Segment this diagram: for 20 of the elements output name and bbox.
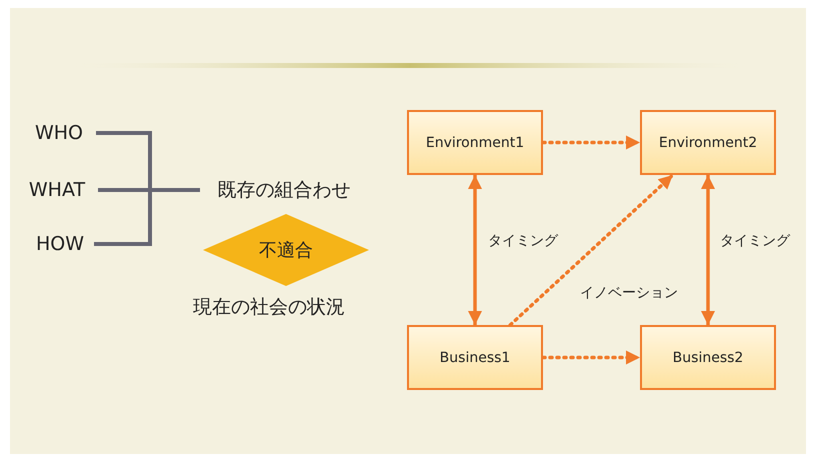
process-box <box>640 110 776 175</box>
box-label: Environment2 <box>658 134 758 150</box>
arrow <box>508 173 675 327</box>
term-label: WHO <box>22 120 96 146</box>
process-box <box>407 325 543 390</box>
box-label: Environment1 <box>426 134 524 150</box>
box-label: Business2 <box>672 350 744 366</box>
arrow <box>468 175 482 325</box>
edge-label: イノベーション <box>578 284 680 302</box>
caption-text: 現在の社会の状況 <box>193 295 345 320</box>
process-box <box>640 325 776 390</box>
term-label: HOW <box>26 231 94 257</box>
process-box <box>407 110 543 175</box>
box-label: Business1 <box>440 350 510 366</box>
arrow <box>701 175 715 325</box>
arrow <box>541 350 642 364</box>
term-label: 既存の組合わせ <box>200 177 368 203</box>
diamond-label: 不適合 <box>259 239 313 262</box>
term-label: WHAT <box>16 177 98 203</box>
arrow <box>541 136 642 150</box>
